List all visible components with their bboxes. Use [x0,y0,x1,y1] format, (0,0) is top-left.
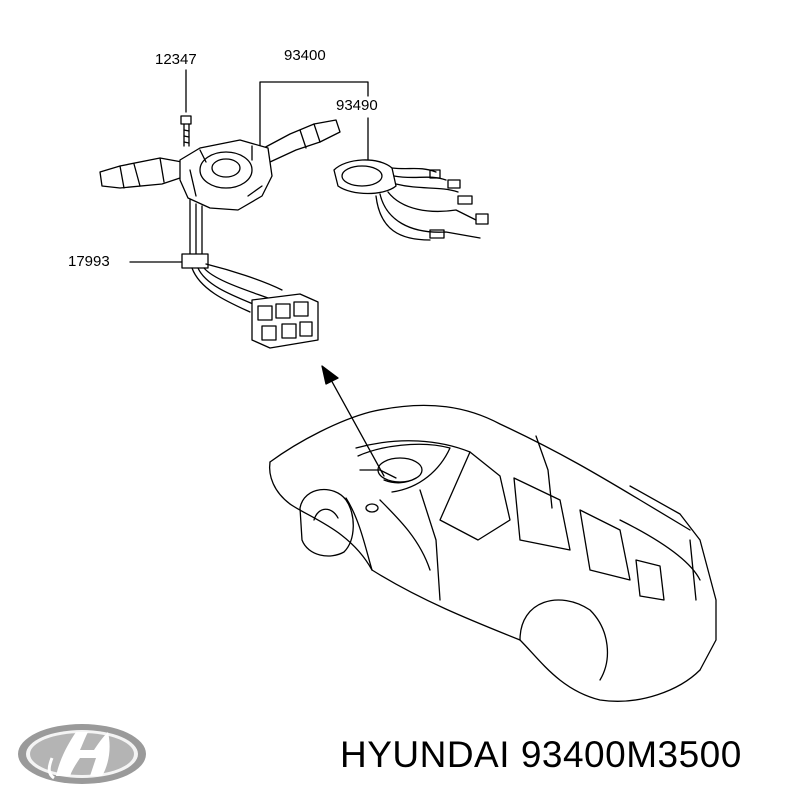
callout-17993: 17993 [68,253,110,270]
vehicle-outline [268,404,717,702]
part-label: HYUNDAI 93400M3500 [340,734,742,776]
clock-spring-part [333,159,489,241]
callout-93400: 93400 [284,47,326,64]
part-number: 93400M3500 [520,734,742,775]
bolt-part [180,115,192,147]
callout-93490: 93490 [336,97,378,114]
combination-switch [99,119,341,349]
leader-93400 [259,81,369,151]
location-arrow [321,365,385,477]
brand-name: HYUNDAI [340,734,511,775]
hyundai-logo [18,724,146,784]
callout-12347: 12347 [155,51,197,68]
connector-block [251,293,319,349]
